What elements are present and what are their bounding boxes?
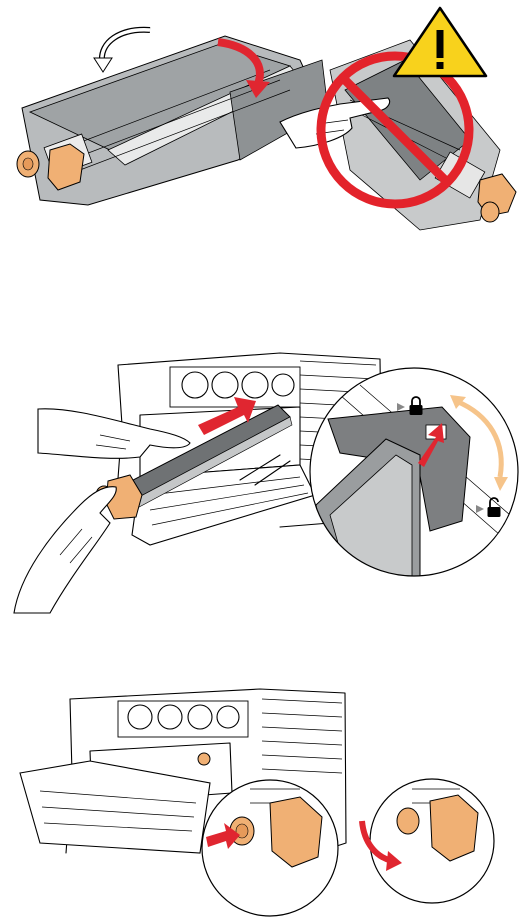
- zoom-inset-push-knob: [200, 773, 340, 923]
- panel-insert-drum-cartridge: [0, 345, 523, 615]
- panel-push-and-turn-knob: [0, 673, 523, 923]
- zoom-inset-turn-knob: [362, 773, 498, 913]
- hand-top: [38, 409, 190, 459]
- zoom-inset-lock-lever: [300, 365, 523, 585]
- hand-bottom: [14, 487, 116, 613]
- drum-cartridge-with-sheet: [17, 36, 328, 205]
- panel-remove-protective-film: [0, 0, 523, 245]
- curved-arrow-left: [102, 30, 150, 62]
- open-front-cover-2: [20, 761, 210, 853]
